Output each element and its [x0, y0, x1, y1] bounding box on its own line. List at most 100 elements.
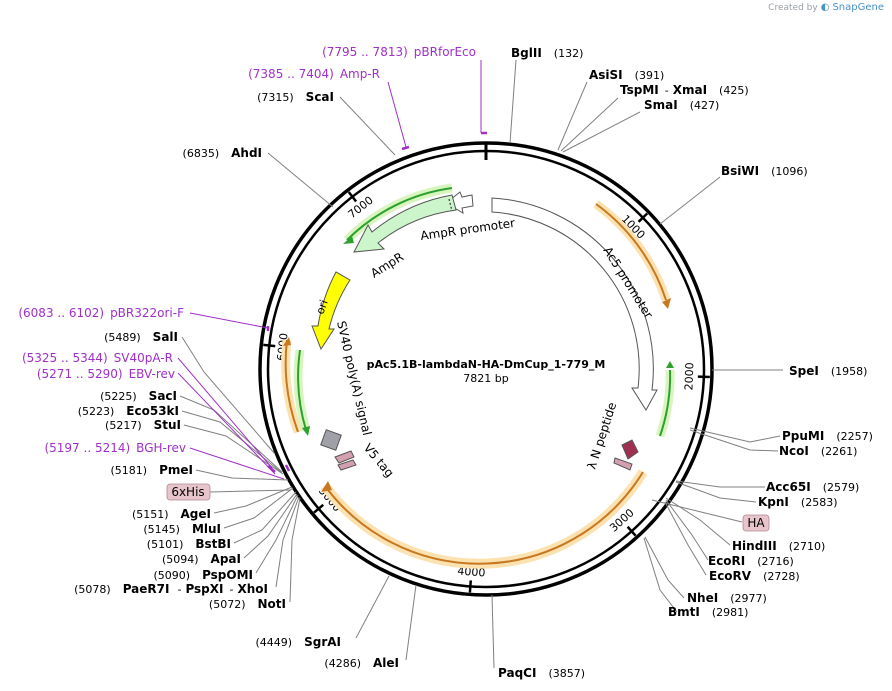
- enzyme-apai-name: ApaI: [211, 552, 241, 566]
- enzyme-paer7i-pspxi-xhoi: (5078)PaeR7I-PspXI-XhoI: [74, 582, 268, 596]
- enzyme-stui: (5217)StuI: [105, 418, 181, 432]
- enzyme-mlui: (5145)MluI: [143, 522, 221, 536]
- enzyme-ahdi-pos: (6835): [183, 147, 220, 160]
- enzyme-saci-pos: (5225): [100, 390, 137, 403]
- enzyme-kpni: KpnI(2583): [758, 495, 837, 509]
- tick-mark: [626, 525, 637, 537]
- enzyme-bstbi-name: BstBI: [195, 537, 231, 551]
- enzyme-spei: SpeI (1958): [789, 364, 867, 378]
- primer-amp-r: (7385 .. 7404)Amp-R: [248, 67, 380, 81]
- primer-ebv-rev: (5271 .. 5290) EBV-rev: [37, 367, 175, 381]
- enzyme-ecorv: EcoRV(2728): [709, 569, 800, 583]
- leader-apai: [243, 493, 298, 559]
- enzyme-ecori-pos: (2716): [757, 555, 794, 568]
- enzyme-hindiii-pos: (2710): [789, 540, 826, 553]
- enzyme-ppumi-name: PpuMI: [782, 429, 824, 443]
- enzyme-bmti-name: BmtI: [668, 605, 700, 619]
- plasmid-size: 7821 bp: [463, 372, 508, 385]
- label-v5-tag: V5 tag: [361, 441, 397, 480]
- orf-green-top-line: [346, 187, 453, 241]
- enzyme-paer7i-name: PaeR7I: [123, 582, 170, 596]
- enzyme-ncoi: NcoI(2261): [779, 444, 857, 458]
- leader-pbr322ori-f: [189, 312, 269, 329]
- mark-amp-r: [401, 145, 410, 151]
- primer-ebv-rev-name: EBV-rev: [129, 367, 175, 381]
- tag-6xhis-box: [166, 483, 211, 501]
- enzyme-spei-pos: (1958): [831, 365, 868, 378]
- enzyme-hindiii-name: HindIII: [732, 539, 777, 553]
- enzyme-pspxi-sep: -: [230, 583, 234, 596]
- primer-labels: (7795 .. 7813)pBRforEco (7385 .. 7404)Am…: [18, 45, 476, 455]
- primer-bgh-rev-name: BGH-rev: [136, 441, 186, 455]
- enzyme-asisi-name: AsiSI: [589, 68, 623, 82]
- orf-orange-left-head: [283, 337, 291, 346]
- enzyme-paqci-pos: (3857): [548, 667, 585, 680]
- enzyme-sgrai: (4449)SgrAI: [256, 635, 341, 649]
- enzyme-acc65i-name: Acc65I: [766, 480, 811, 494]
- leader-bmti: [643, 537, 678, 613]
- enzyme-sali: (5489)SalI: [104, 330, 178, 344]
- leader-tspmi: [560, 97, 619, 152]
- orf-orange-bottom: [320, 469, 648, 569]
- enzyme-eco53ki-name: Eco53kI: [126, 404, 179, 418]
- primer-leaders: [177, 60, 487, 480]
- enzyme-scai-pos: (7315): [257, 91, 294, 104]
- enzyme-nhei-name: NheI: [687, 591, 718, 605]
- enzyme-tspmi-name: TspMI: [620, 83, 659, 97]
- feature-labels: AmpR promoter AmpR ori SV40 poly(A) sign…: [314, 216, 656, 480]
- primer-bgh-rev: (5197 .. 5214)BGH-rev: [44, 441, 186, 455]
- leader-scai: [339, 96, 396, 156]
- enzyme-spei-name: SpeI: [789, 364, 819, 378]
- feature-ampr: [353, 194, 457, 253]
- enzyme-bsiwi-pos: (1096): [771, 165, 808, 178]
- tick-mark: [313, 503, 325, 514]
- enzyme-tspmi-sep: -: [665, 84, 669, 97]
- leader-ebv-rev: [177, 372, 276, 475]
- mark-bgh-rev: [284, 464, 291, 472]
- plasmid-name: pAc5.1B-lambdaN-HA-DmCup_1-779_M: [367, 358, 606, 371]
- leader-nhei: [644, 536, 685, 599]
- enzyme-stui-pos: (5217): [105, 419, 142, 432]
- enzyme-bstbi-pos: (5101): [147, 538, 184, 551]
- leader-bglii: [509, 59, 517, 144]
- enzyme-pmei: (5181)PmeI: [111, 463, 193, 477]
- tag-leaders: [209, 489, 743, 523]
- leader-ha: [651, 499, 743, 523]
- enzyme-ecori-name: EcoRI: [708, 554, 745, 568]
- enzyme-pmei-name: PmeI: [159, 463, 193, 477]
- enzyme-pspxi-name: PspXI: [185, 582, 223, 596]
- enzyme-bmti-pos: (2981): [712, 606, 749, 619]
- leader-hindiii: [665, 497, 731, 546]
- enzyme-bmti: BmtI (2981): [668, 605, 748, 619]
- enzyme-noti-name: NotI: [258, 597, 287, 611]
- enzyme-pspomi: (5090)PspOMI: [153, 568, 253, 582]
- leader-ppumi: [689, 427, 781, 443]
- enzyme-paqci-name: PaqCI: [498, 666, 536, 680]
- primer-pbrforeco-name: pBRforEco: [414, 45, 476, 59]
- enzyme-nhei-pos: (2977): [730, 592, 767, 605]
- enzyme-bglii-name: BglII: [511, 46, 542, 60]
- label-ampr-promoter: AmpR promoter: [419, 216, 515, 243]
- primer-sv40pa-r-name: SV40pA-R: [114, 351, 173, 365]
- primer-pbr322ori-f: (6083 .. 6102)pBR322ori-F: [18, 306, 184, 320]
- enzyme-paer7i-sep: -: [177, 583, 181, 596]
- orf-green-right-line: [659, 369, 672, 437]
- leader-paer7i: [275, 496, 300, 588]
- tick-mark: [468, 580, 473, 593]
- enzyme-agei: (5151)AgeI: [132, 507, 211, 521]
- enzyme-bglii: BglII(132): [511, 46, 583, 60]
- credit-brand: SnapGene: [832, 2, 884, 13]
- leader-pmei: [195, 469, 289, 481]
- enzyme-eco53ki-pos: (5223): [78, 405, 115, 418]
- primer-pbr322ori-f-range: (6083 .. 6102): [18, 306, 104, 320]
- leader-sv40pa-r: [177, 357, 273, 469]
- enzyme-xmai-name: XmaI: [673, 83, 707, 97]
- primer-sv40pa-r: (5325 .. 5344)SV40pA-R: [22, 351, 173, 365]
- enzyme-sali-pos: (5489): [104, 331, 141, 344]
- tick-mark: [263, 343, 276, 348]
- leader-bsiwi: [659, 176, 721, 225]
- primer-ebv-rev-range: (5271 .. 5290): [37, 367, 123, 381]
- leader-mlui: [223, 487, 294, 529]
- enzyme-ecori: EcoRI (2716): [708, 554, 794, 568]
- leader-bgh-rev: [189, 447, 285, 480]
